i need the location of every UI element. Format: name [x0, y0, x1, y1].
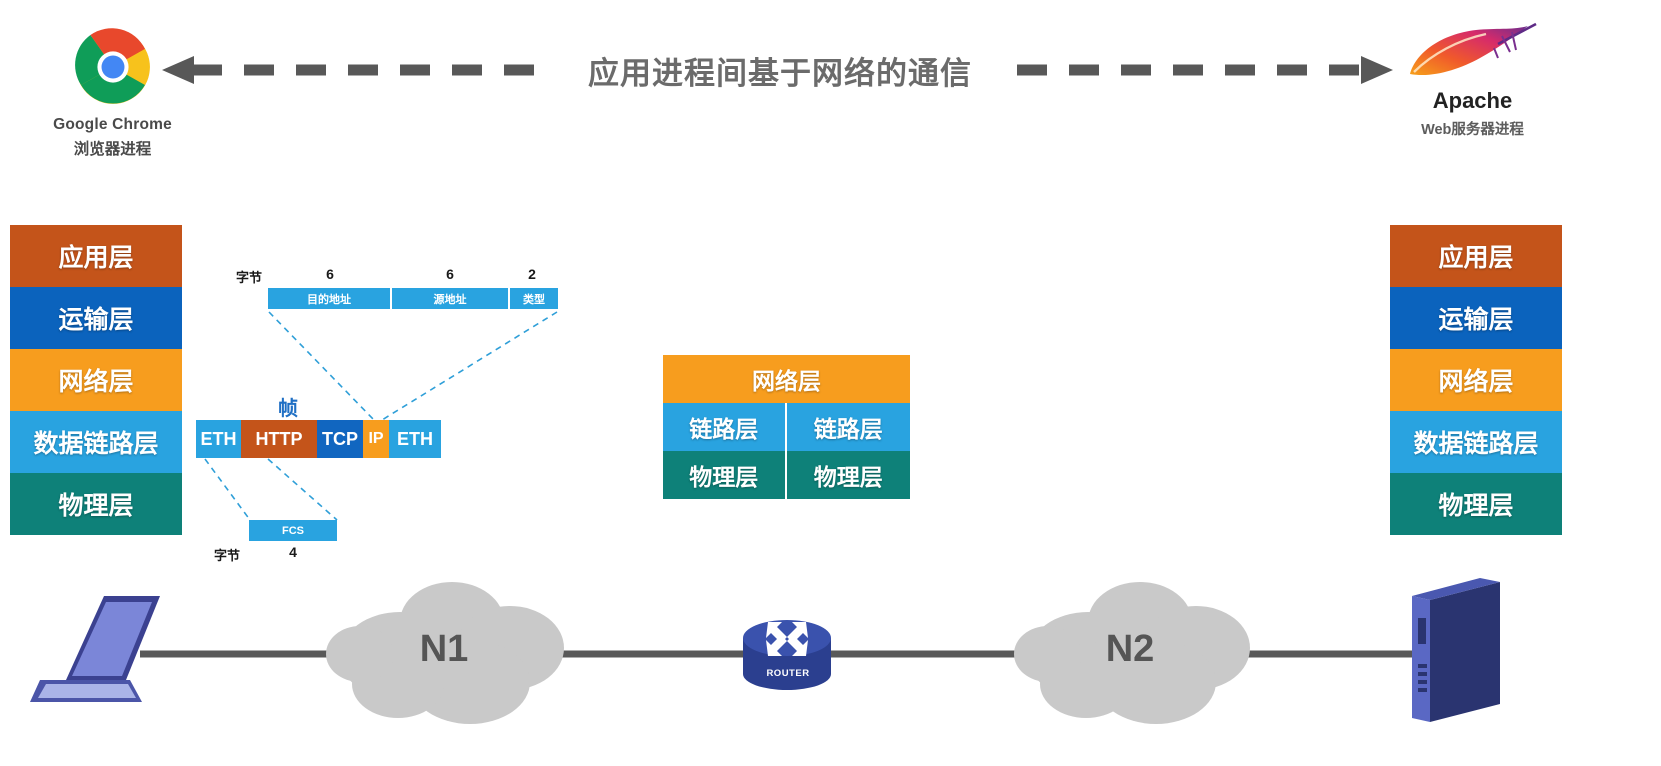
cloud-n1-icon [326, 582, 564, 724]
fcs-bytes-label: 字节 [214, 548, 241, 563]
apache-role: Web服务器进程 [1421, 122, 1524, 138]
stack-layer-physical-right[interactable]: 物理层 [1390, 473, 1562, 535]
cloud-n1-label: N1 [419, 628, 469, 670]
router-layer-physical-right[interactable]: 物理层 [786, 451, 910, 499]
network-topology [30, 578, 1500, 724]
header-field-source-address[interactable]: 源地址 [392, 288, 510, 309]
arrow-left-dashed-icon [162, 56, 538, 84]
page-title: 应用进程间基于网络的通信 [588, 56, 972, 91]
apache-name: Apache [1432, 88, 1513, 113]
header-bytes-destination: 6 [326, 266, 334, 282]
ethernet-header-fields: 目的地址 源地址 类型 [268, 288, 558, 309]
header-bytes-label: 字节 [236, 270, 263, 285]
chrome-name: Google Chrome [53, 116, 172, 133]
header-field-type[interactable]: 类型 [510, 288, 558, 309]
ethernet-frame: ETH HTTP TCP IP ETH [196, 420, 441, 458]
router-layer-link-right[interactable]: 链路层 [786, 403, 910, 451]
chrome-role: 浏览器进程 [73, 141, 152, 158]
host-protocol-stack-left: 应用层 运输层 网络层 数据链路层 物理层 [10, 225, 182, 535]
laptop-icon [30, 596, 160, 702]
cloud-n2-icon [1014, 582, 1250, 724]
stack-layer-network-left[interactable]: 网络层 [10, 349, 182, 411]
stack-layer-application-left[interactable]: 应用层 [10, 225, 182, 287]
apache-endpoint-label: Apache Web服务器进程 [1350, 88, 1595, 139]
header-field-destination-address[interactable]: 目的地址 [268, 288, 392, 309]
frame-segment-eth-trailer[interactable]: ETH [389, 420, 441, 458]
stack-layer-transport-right[interactable]: 运输层 [1390, 287, 1562, 349]
frame-segment-ip[interactable]: IP [363, 420, 389, 458]
arrow-right-dashed-icon [1017, 56, 1393, 84]
header-bytes-type: 2 [528, 266, 536, 282]
router-layer-network[interactable]: 网络层 [663, 355, 910, 403]
frame-segment-eth-header[interactable]: ETH [196, 420, 241, 458]
frame-segment-http[interactable]: HTTP [241, 420, 317, 458]
router-protocol-stack: 网络层 链路层 链路层 物理层 物理层 [663, 355, 910, 499]
stack-layer-datalink-left[interactable]: 数据链路层 [10, 411, 182, 473]
frame-label: 帧 [278, 398, 298, 420]
router-label: ROUTER [766, 668, 810, 679]
host-protocol-stack-right: 应用层 运输层 网络层 数据链路层 物理层 [1390, 225, 1562, 535]
router-icon [743, 620, 831, 690]
router-layer-link-left[interactable]: 链路层 [663, 403, 787, 451]
header-bytes-source: 6 [446, 266, 454, 282]
frame-segment-tcp[interactable]: TCP [317, 420, 363, 458]
cloud-n2-label: N2 [1105, 628, 1155, 670]
stack-layer-application-right[interactable]: 应用层 [1390, 225, 1562, 287]
frame-check-sequence[interactable]: FCS [249, 520, 337, 541]
chrome-endpoint-label: Google Chrome 浏览器进程 [10, 116, 215, 159]
server-icon [1412, 578, 1500, 722]
stack-layer-transport-left[interactable]: 运输层 [10, 287, 182, 349]
stack-layer-datalink-right[interactable]: 数据链路层 [1390, 411, 1562, 473]
stack-layer-physical-left[interactable]: 物理层 [10, 473, 182, 535]
router-layer-physical-left[interactable]: 物理层 [663, 451, 787, 499]
stack-layer-network-right[interactable]: 网络层 [1390, 349, 1562, 411]
fcs-bytes-value: 4 [289, 544, 297, 560]
chrome-logo [72, 26, 154, 108]
apache-feather-logo [1402, 22, 1542, 84]
